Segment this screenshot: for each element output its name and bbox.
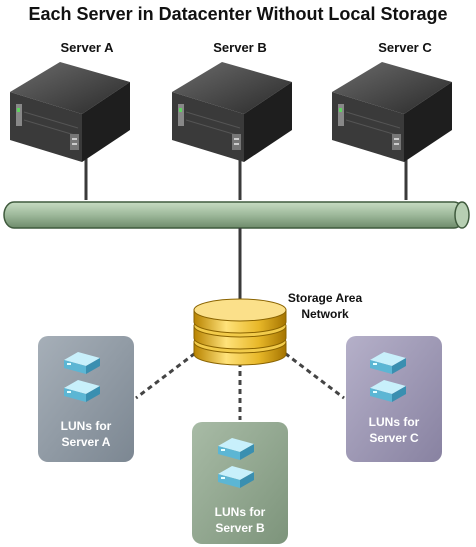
san-label-line2: Network [301, 307, 349, 321]
lun-b-label-line1: LUNs for [214, 505, 266, 519]
lun-a-label-line1: LUNs for [60, 419, 112, 433]
san-to-lun-c-link [277, 346, 345, 400]
lun-c-label-line2: Server C [369, 431, 419, 445]
lun-a-label-line2: Server A [61, 435, 111, 449]
lun-b-label: LUNs for Server B [195, 504, 285, 536]
san-to-lun-a-link [135, 346, 203, 400]
server-b-icon [171, 61, 293, 163]
server-c-label: Server C [378, 40, 432, 55]
san-label-line1: Storage Area [287, 291, 363, 305]
lun-a-label: LUNs for Server A [41, 418, 131, 450]
server-b-label: Server B [213, 40, 267, 55]
san-label: Storage Area Network [280, 290, 370, 322]
server-a-label: Server A [60, 40, 114, 55]
lun-c-label-line1: LUNs for [368, 415, 420, 429]
san-disk-stack-icon [193, 298, 287, 366]
server-c-icon [331, 61, 453, 163]
network-bus [3, 201, 470, 229]
lun-c-label: LUNs for Server C [349, 414, 439, 446]
server-a-icon [9, 61, 131, 163]
diagram-title: Each Server in Datacenter Without Local … [28, 4, 448, 24]
lun-b-label-line2: Server B [215, 521, 265, 535]
